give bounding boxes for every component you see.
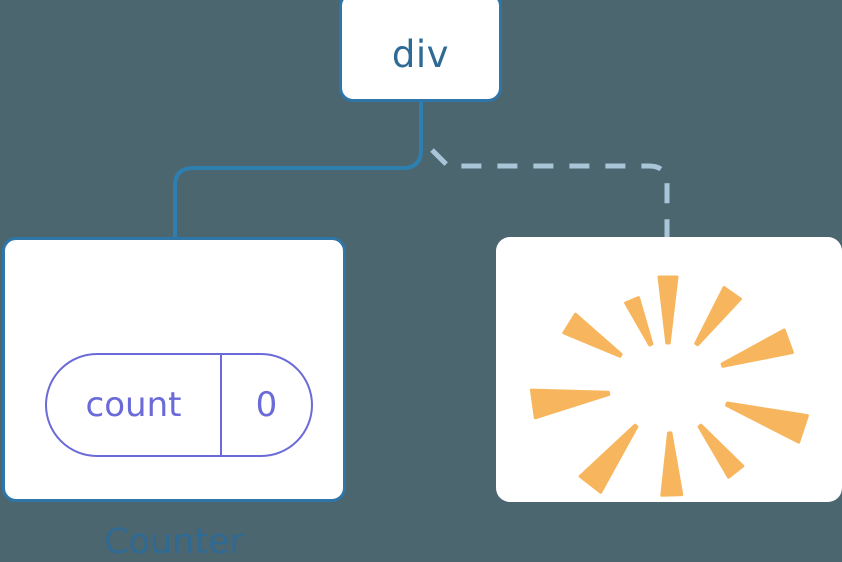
edge-div-to-sparkle [430, 148, 670, 240]
state-pill-count[interactable]: count 0 [45, 353, 313, 457]
sparkle-ray-3 [720, 328, 794, 368]
sparkle-ray-7 [578, 423, 639, 494]
sparkle-ray-4 [725, 401, 809, 444]
node-div[interactable]: div [339, 0, 502, 102]
edge-div-to-counter [173, 98, 423, 242]
sparkle-ray-2 [694, 286, 742, 347]
sparkle-ray-10 [624, 296, 654, 347]
sparkle-ray-8 [529, 388, 611, 420]
node-counter[interactable]: Counter count 0 [2, 237, 346, 560]
state-pill-key: count [47, 355, 222, 455]
sparkle-ray-1 [657, 275, 679, 345]
sparkle-burst-icon [529, 275, 809, 497]
sparkle-ray-6 [660, 431, 684, 497]
node-sparkle[interactable] [496, 237, 842, 502]
state-pill-value: 0 [255, 385, 278, 425]
sparkle-ray-5 [697, 423, 745, 479]
node-counter-title: Counter [104, 522, 244, 562]
sparkle-ray-9 [562, 312, 623, 358]
node-div-label: div [391, 32, 450, 76]
